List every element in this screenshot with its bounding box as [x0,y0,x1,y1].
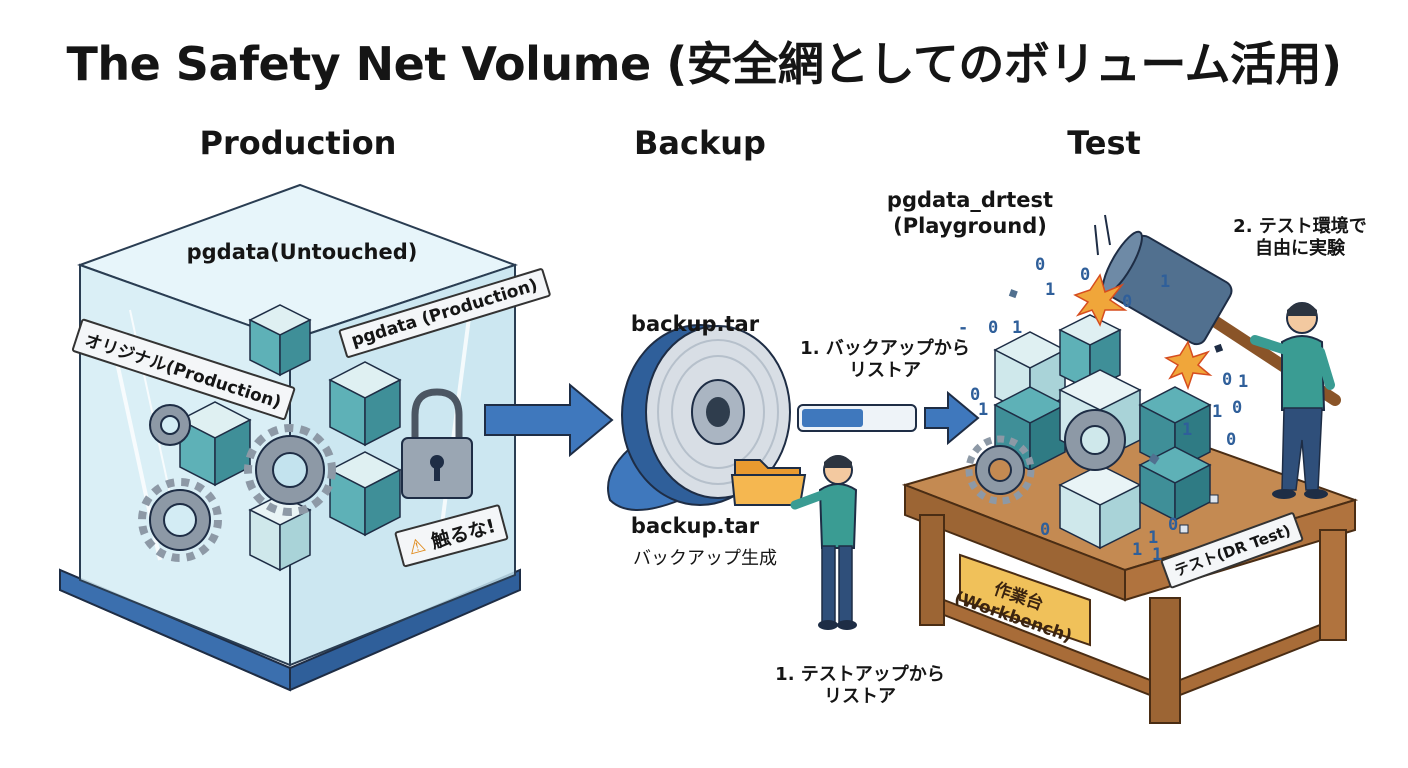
flow-arrow-production-to-backup [484,382,614,458]
test-volume-label: pgdata_drtest (Playground) [870,188,1070,239]
flow-arrow-backup-to-test [924,390,980,446]
restore-step-line1: 1. バックアップから [800,338,970,359]
binary-digit: 0 [1040,520,1051,540]
binary-digit: 1 [1012,318,1023,338]
binary-digit: 0 [988,318,999,338]
binary-digit: 0 [1168,515,1179,535]
folder-icon [730,459,807,506]
gear-icon [149,404,191,446]
binary-digit: 0 [1222,370,1233,390]
warning-icon: ⚠ [405,533,429,560]
experiment-step-label: 2. テスト環境で 自由に実験 [1215,216,1385,260]
section-header-test: Test [1067,124,1141,162]
backup-tar-label-bottom: backup.tar [630,514,760,538]
binary-digit: 0 [1232,398,1243,418]
gear-icon [138,478,222,562]
production-volume-label: pgdata(Untouched) [186,240,418,264]
binary-digit: 1 [1160,272,1171,292]
test-data-cubes [993,314,1212,550]
lower-restore-step-line2: リストア [824,685,896,707]
binary-digit: 0 [1080,265,1091,285]
gear-icon [1064,409,1126,471]
section-header-production: Production [199,124,397,162]
debris-fragments [1008,214,1224,534]
experiment-step-line1: 2. テスト環境で [1233,216,1367,237]
test-volume-subtitle: (Playground) [893,213,1047,238]
gear-icon [244,424,336,516]
restore-step-line2: リストア [849,359,921,381]
binary-digit: 0 [1122,292,1133,312]
experiment-step-line2: 自由に実験 [1255,237,1345,259]
section-header-backup: Backup [634,124,766,162]
production-data-cubes [178,304,402,572]
binary-digit: - [958,318,969,338]
impact-spark-icon [1073,273,1213,391]
page-title: The Safety Net Volume (安全網としてのボリューム活用) [66,37,1342,91]
restore-step-label: 1. バックアップから リストア [780,338,990,382]
padlock-icon [401,388,473,499]
binary-digit: 0 [970,385,981,405]
tester-person-icon [1250,302,1335,499]
binary-digit: 1 [1152,545,1163,565]
binary-digit: 1 [1182,420,1193,440]
backup-create-label: バックアップ生成 [633,548,777,569]
binary-digit: 1 [1212,402,1223,422]
binary-digit: 1 [1045,280,1056,300]
test-volume-name: pgdata_drtest [886,188,1054,212]
binary-digit: 1 [978,400,989,420]
lower-restore-step-line1: 1. テストアップから [775,664,945,685]
binary-digit: 1 [1132,540,1143,560]
operator-person-icon [790,455,858,630]
binary-digit: 1 [1148,528,1159,548]
lower-restore-step-label: 1. テストアップから リストア [755,664,965,708]
binary-digit: 0 [1226,430,1237,450]
binary-digit: 1 [1238,372,1249,392]
binary-digit: 0 [1035,255,1046,275]
backup-tar-label-top: backup.tar [630,312,760,336]
restore-progress-bar [797,404,917,432]
gear-icon [965,435,1035,505]
